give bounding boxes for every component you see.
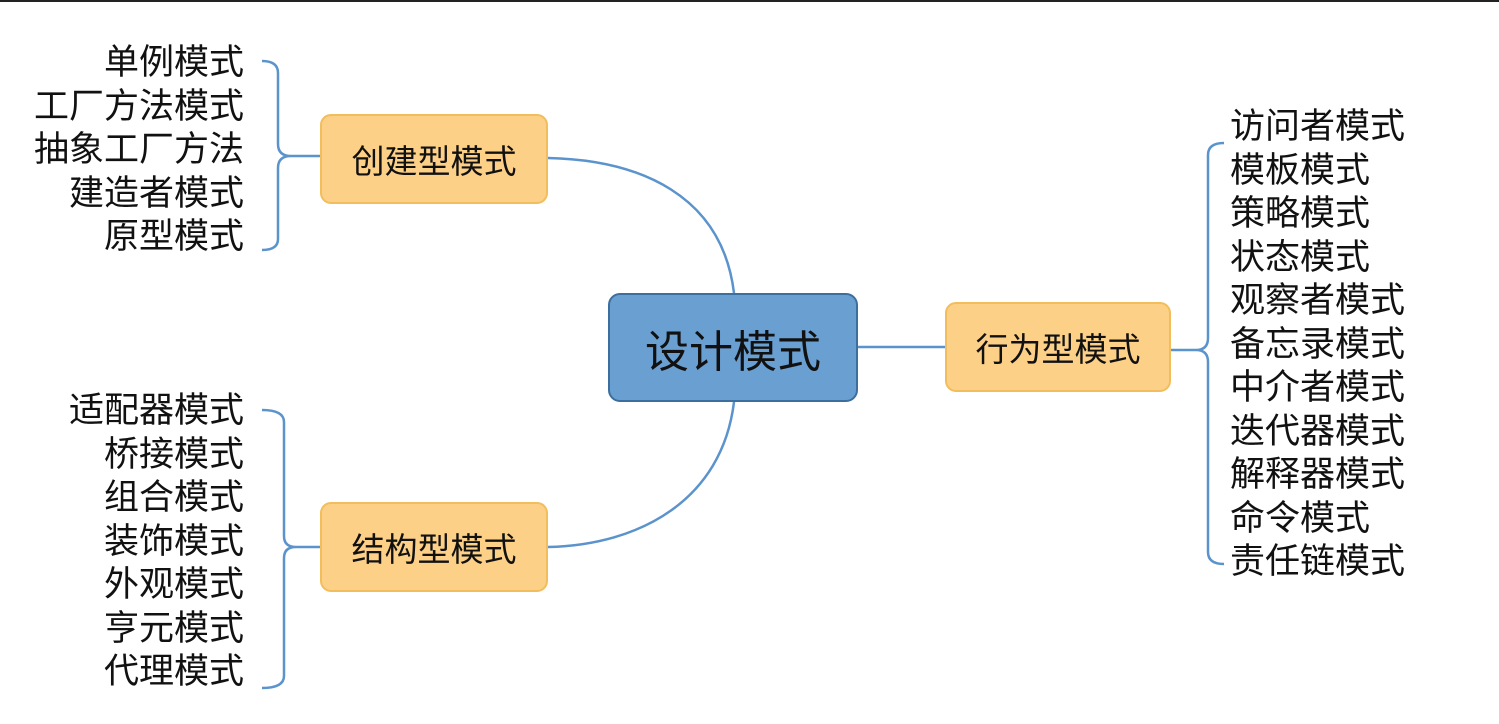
list-item: 观察者模式	[1230, 281, 1406, 321]
branch-label-behavioral: 行为型模式	[975, 330, 1141, 369]
list-item: 桥接模式	[103, 434, 244, 475]
list-item: 组合模式	[103, 478, 244, 518]
connector-center-structural	[547, 401, 736, 549]
branch-label-creational: 创建型模式	[351, 142, 517, 181]
list-item: 建造者模式	[68, 173, 244, 214]
list-item: 策略模式	[1230, 194, 1371, 234]
list-item: 单例模式	[103, 43, 244, 83]
list-item: 装饰模式	[103, 521, 244, 562]
list-item: 责任链模式	[1230, 542, 1406, 582]
branch-node-structural: 结构型模式	[320, 502, 548, 592]
branch-label-structural: 结构型模式	[351, 530, 517, 569]
list-item: 抽象工厂方法	[33, 130, 244, 170]
list-item: 命令模式	[1230, 498, 1371, 539]
list-item: 迭代器模式	[1230, 411, 1406, 452]
center-node-design-patterns: 设计模式	[608, 293, 858, 402]
center-node-label: 设计模式	[645, 326, 821, 378]
creational-pattern-list: 单例模式 工厂方法模式 抽象工厂方法 建造者模式 原型模式	[34, 42, 244, 260]
list-item: 解释器模式	[1230, 455, 1406, 495]
list-item: 中介者模式	[1230, 368, 1406, 408]
list-item: 备忘录模式	[1230, 324, 1406, 365]
behavioral-pattern-list: 访问者模式 模板模式 策略模式 状态模式 观察者模式 备忘录模式 中介者模式 迭…	[1230, 106, 1405, 585]
list-item: 访问者模式	[1230, 107, 1406, 147]
list-item: 原型模式	[103, 217, 244, 257]
bracket-creational	[261, 59, 320, 252]
structural-pattern-list: 适配器模式 桥接模式 组合模式 装饰模式 外观模式 亨元模式 代理模式	[69, 390, 244, 695]
connector-center-creational	[547, 156, 736, 294]
bracket-structural	[261, 408, 320, 690]
list-item: 外观模式	[103, 565, 244, 605]
top-border-line	[0, 0, 1499, 2]
list-item: 适配器模式	[68, 391, 244, 431]
list-item: 状态模式	[1230, 237, 1371, 278]
list-item: 代理模式	[103, 652, 244, 692]
branch-node-behavioral: 行为型模式	[945, 302, 1171, 392]
bracket-behavioral	[1171, 141, 1225, 566]
list-item: 工厂方法模式	[33, 86, 244, 127]
list-item: 模板模式	[1230, 150, 1371, 191]
branch-node-creational: 创建型模式	[320, 114, 548, 204]
list-item: 亨元模式	[103, 608, 244, 649]
